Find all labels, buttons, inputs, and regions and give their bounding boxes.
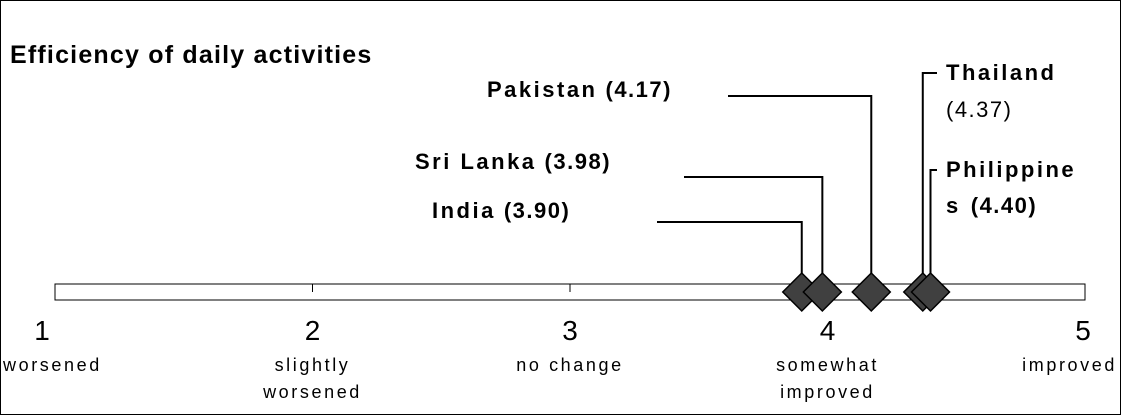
pt-philippines-leader [929,169,937,273]
tick-label: 4 [820,315,836,346]
point-value-label: (4.40) [971,193,1037,218]
pt-pakistan-marker [851,271,892,313]
tick-label: 3 [562,315,578,346]
tick-sublabel: worsened [262,382,362,402]
pt-india-label: India (3.90) [432,198,570,223]
point-name: Philippine [946,157,1076,182]
pt-philippines-label-line2: s(4.40) [946,193,1037,218]
tick-sublabel: no change [516,355,623,375]
point-value-label: (4.17) [606,77,672,102]
pt-sri-lanka-marker [802,271,843,313]
pt-philippines-marker [910,271,951,313]
tick-label: 5 [1075,315,1091,346]
point-name: India [432,198,496,223]
point-name: Pakistan [487,77,598,102]
tick-sublabel: somewhat [776,355,879,375]
label-layer: India (3.90) Sri Lanka (3.98) Pakistan (4.17)… [415,60,1076,223]
tick-sublabel: improved [780,382,875,402]
point-value-label: (3.90) [504,198,570,223]
chart-title: Efficiency of daily activities [10,41,373,69]
marker-layer [781,271,951,313]
pt-pakistan-leader [728,95,873,273]
pt-sri-lanka-label: Sri Lanka (3.98) [415,149,611,174]
tick-sublabel: slightly [275,355,351,375]
pt-sri-lanka-leader [684,176,824,273]
tick-sublabel: worsened [2,355,102,375]
point-value-label: (4.37) [946,97,1012,122]
pt-pakistan-label: Pakistan (4.17) [487,77,672,102]
point-value-label: (3.98) [545,149,611,174]
pt-philippines-label: Philippine [946,157,1076,182]
tick-label: 2 [305,315,321,346]
callout-layer [657,72,937,273]
tick-label: 1 [34,315,50,346]
tick-sublabel: improved [1022,355,1117,375]
pt-india-leader [657,221,803,273]
point-name: Sri Lanka [415,149,537,174]
pt-thailand-leader [921,72,937,273]
pt-thailand-label: Thailand [946,60,1056,85]
